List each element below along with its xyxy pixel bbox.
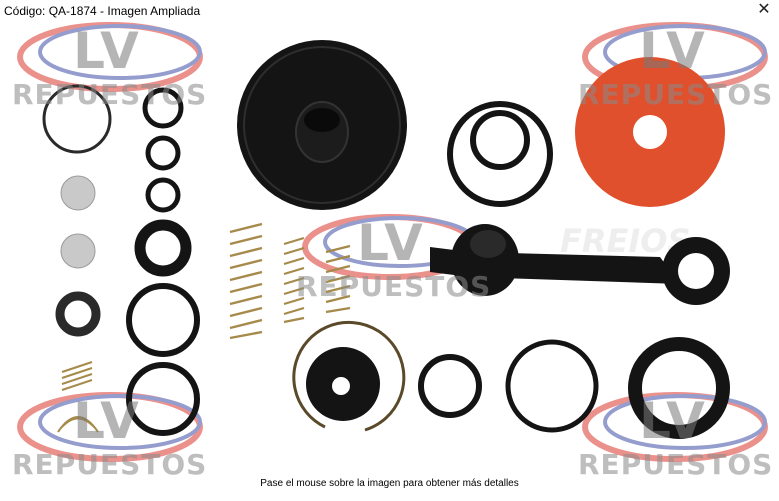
coil-spring-large [229, 222, 263, 340]
o-ring-large [126, 362, 200, 436]
dust-cap-with-strap [430, 224, 730, 305]
o-ring-xl [447, 101, 553, 207]
o-ring-large [126, 283, 200, 357]
o-ring [418, 354, 482, 418]
watermark-logo: LV REPUESTOS [296, 214, 492, 303]
hover-hint: Pase el mouse sobre la imagen para obten… [260, 478, 519, 489]
small-spring [61, 361, 93, 391]
o-ring [145, 177, 181, 213]
watermark-logo: LV REPUESTOS [578, 22, 774, 111]
watermark-swoosh-bottom-right [582, 392, 768, 462]
o-ring [145, 135, 181, 171]
watermark-logo: LV REPUESTOS [12, 392, 208, 481]
snap-ring-large [292, 320, 406, 432]
lip-seal [55, 291, 101, 337]
o-ring-large [505, 339, 599, 433]
close-icon[interactable]: ✕ [757, 1, 771, 18]
window-title: Código: QA-1874 - Imagen Ampliada [4, 4, 201, 18]
snap-ring [42, 84, 112, 154]
watermark-logo: LV REPUESTOS [578, 392, 774, 481]
parts-illustration: FREIOS [17, 22, 768, 462]
watermark-swoosh-top-left [17, 22, 203, 92]
watermark-logo: LV REPUESTOS [12, 22, 208, 111]
small-spring [57, 416, 99, 433]
watermark-swoosh-bottom-left [17, 392, 203, 462]
o-ring [470, 110, 530, 170]
coil-spring-small [325, 244, 351, 314]
valve-disc [60, 175, 96, 211]
piston-seal [628, 337, 730, 439]
product-image[interactable]: FREIOS [0, 22, 779, 492]
rubber-seal [134, 219, 192, 277]
window-titlebar: Código: QA-1874 - Imagen Ampliada ✕ [0, 0, 779, 22]
valve-disc [60, 233, 96, 269]
o-ring [142, 87, 184, 129]
coil-spring-medium [283, 236, 305, 324]
